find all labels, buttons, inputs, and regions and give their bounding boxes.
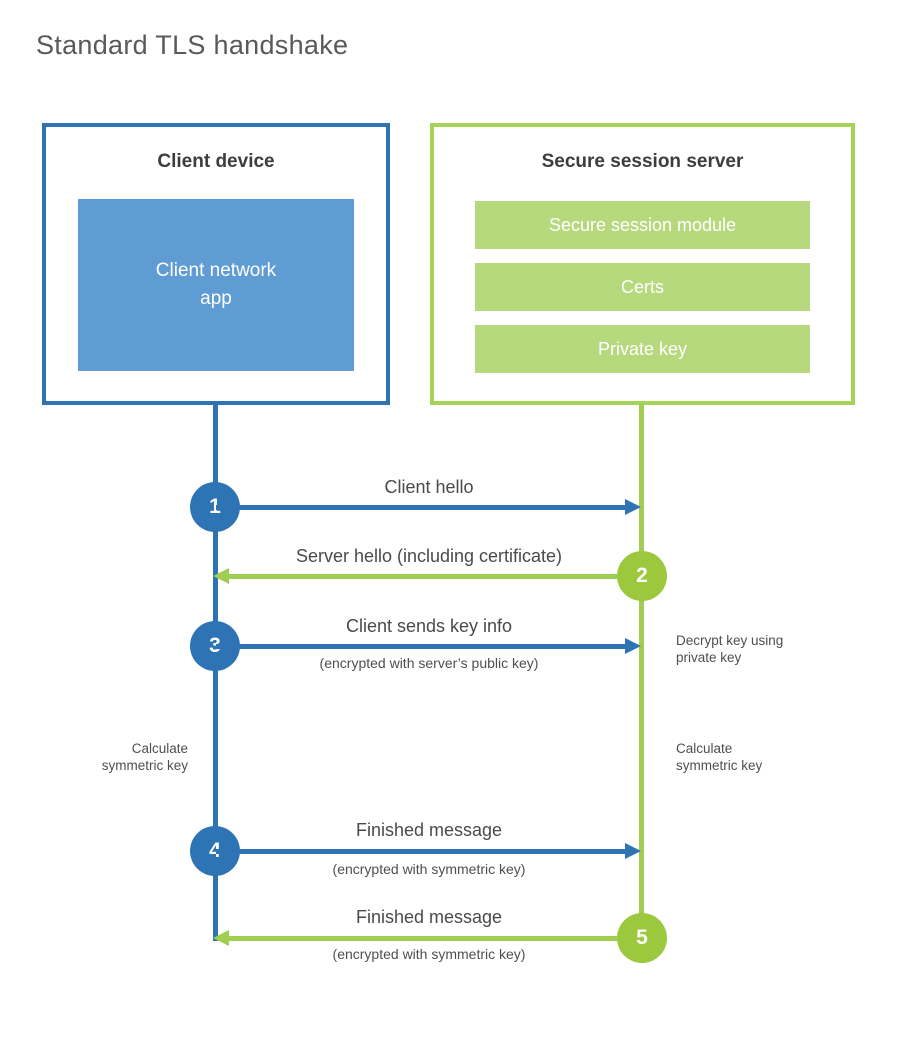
server-module-private-key: Private key <box>475 325 810 373</box>
step-1-arrowhead-icon <box>625 499 641 515</box>
step-5-sublabel: (encrypted with symmetric key) <box>332 946 526 962</box>
step-3-arrowhead-icon <box>625 638 641 654</box>
step-4-arrow-line <box>216 849 626 854</box>
step-2-label: Server hello (including certificate) <box>295 546 563 566</box>
client-network-app-box: Client network app <box>78 199 354 371</box>
secure-session-server-box: Secure session server Secure session mod… <box>430 123 855 405</box>
server-module-certs: Certs <box>475 263 810 311</box>
step-1-arrow-line <box>216 505 626 510</box>
step-5-arrowhead-icon <box>213 930 229 946</box>
calc-client-line1: Calculate <box>131 741 188 756</box>
step-3-arrow-line <box>216 644 626 649</box>
step-5-badge: 5 <box>617 913 667 963</box>
page-title: Standard TLS handshake <box>36 30 349 60</box>
decrypt-key-note-line1: Decrypt key using <box>676 633 784 648</box>
step-5-arrow-line <box>229 936 618 941</box>
server-box-title: Secure session server <box>541 151 744 172</box>
calc-symmetric-key-note-server: Calculate symmetric key <box>676 740 762 774</box>
step-4-label: Finished message <box>355 820 503 840</box>
step-1-label: Client hello <box>384 477 474 497</box>
client-device-title: Client device <box>157 151 275 172</box>
step-3-sublabel: (encrypted with server’s public key) <box>319 655 539 671</box>
client-device-box: Client device Client network app <box>42 123 390 405</box>
calc-symmetric-key-note-client: Calculate symmetric key <box>58 740 188 774</box>
decrypt-key-note: Decrypt key using private key <box>676 632 783 666</box>
step-4-arrowhead-icon <box>625 843 641 859</box>
client-app-label-line1: Client network <box>155 260 277 281</box>
calc-server-line1: Calculate <box>676 741 733 756</box>
step-2-arrowhead-icon <box>213 568 229 584</box>
decrypt-key-note-line2: private key <box>676 650 742 665</box>
calc-server-line2: symmetric key <box>676 758 763 773</box>
client-app-label-line2: app <box>200 288 232 309</box>
step-2-badge: 2 <box>617 551 667 601</box>
client-lifeline <box>213 403 218 941</box>
server-lifeline <box>639 403 644 963</box>
server-module-secure-session: Secure session module <box>475 201 810 249</box>
step-2-arrow-line <box>229 574 618 579</box>
calc-client-line2: symmetric key <box>101 758 188 773</box>
step-5-label: Finished message <box>355 907 503 927</box>
step-4-sublabel: (encrypted with symmetric key) <box>332 861 526 877</box>
step-3-label: Client sends key info <box>345 616 513 636</box>
